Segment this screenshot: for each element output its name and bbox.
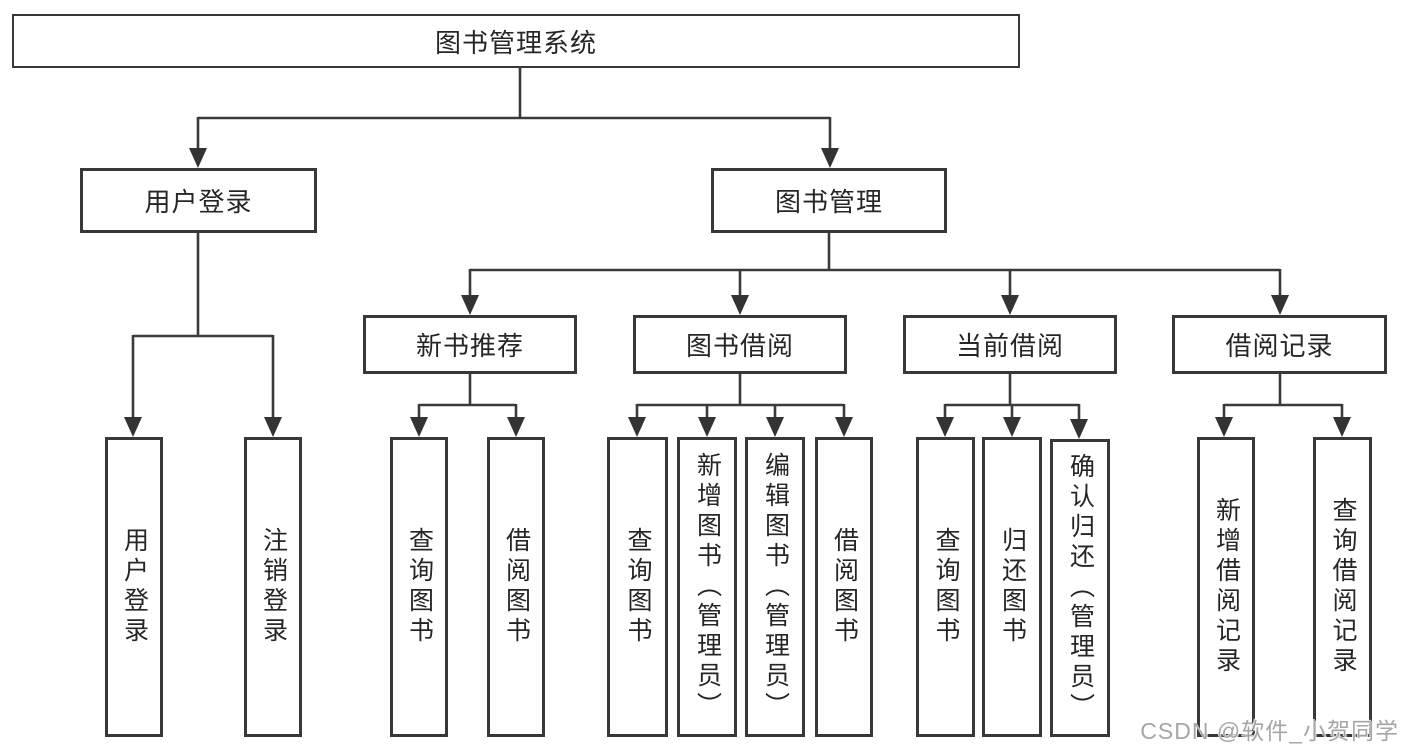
connector-line [131, 231, 275, 419]
node-leaf-borrow-books: 借阅图书 [815, 437, 873, 737]
arrowhead-icon [461, 295, 479, 315]
node-leaf-add-borrow-record: 新增借阅记录 [1197, 437, 1255, 737]
arrowhead-icon [1003, 417, 1021, 437]
node-book-management-system: 图书管理系统 [12, 14, 1020, 68]
node-book-borrow: 图书借阅 [633, 315, 847, 374]
node-label: 查询借阅记录 [1329, 497, 1357, 677]
node-label: 借阅图书 [830, 527, 859, 647]
arrowhead-icon [835, 417, 853, 437]
node-label: 图书借阅 [685, 331, 794, 361]
node-leaf-edit-books-admin: 编辑图书（管理员） [745, 437, 805, 737]
arrowhead-icon [1333, 417, 1351, 437]
arrowhead-icon [628, 417, 646, 437]
connector-line [1222, 374, 1344, 419]
node-label: 新增借阅记录 [1212, 497, 1241, 677]
node-leaf-return-books: 归还图书 [982, 437, 1042, 737]
arrowhead-icon [766, 417, 784, 437]
node-new-book-recommend: 新书推荐 [363, 315, 577, 374]
node-label: 归还图书 [998, 527, 1027, 647]
connector-new-book-group [410, 374, 525, 437]
node-leaf-query-books-borrow: 查询图书 [607, 437, 668, 737]
node-label: 确认归还（管理员） [1066, 453, 1095, 723]
node-borrow-records: 借阅记录 [1172, 315, 1387, 374]
node-leaf-query-borrow-record: 查询借阅记录 [1313, 437, 1372, 737]
connector-line [468, 231, 1282, 297]
arrowhead-icon [124, 417, 142, 437]
node-label: 查询图书 [405, 527, 434, 647]
node-leaf-user-login: 用户登录 [105, 437, 163, 737]
arrowhead-icon [1070, 419, 1088, 439]
node-label: 借阅图书 [502, 527, 531, 647]
node-label: 新增图书（管理员） [693, 452, 722, 722]
node-label: 注销登录 [259, 527, 288, 647]
node-label: 查询图书 [624, 527, 652, 647]
arrowhead-icon [1215, 417, 1233, 437]
node-label: 用户登录 [120, 527, 149, 647]
node-leaf-query-books-current: 查询图书 [916, 437, 975, 737]
arrowhead-icon [410, 417, 428, 437]
node-label: 用户登录 [144, 187, 253, 217]
arrowhead-icon [731, 295, 749, 315]
node-label: 图书管理系统 [434, 27, 597, 58]
arrowhead-icon [1001, 295, 1019, 315]
node-leaf-logout: 注销登录 [244, 437, 302, 737]
node-user-login-group: 用户登录 [80, 168, 317, 233]
connector-line [635, 374, 846, 419]
connector-current-borrow-group [936, 374, 1088, 439]
connector-line [417, 374, 518, 419]
arrowhead-icon [821, 148, 839, 168]
node-current-borrow: 当前借阅 [903, 315, 1117, 374]
node-label: 当前借阅 [955, 331, 1064, 361]
connector-book-management-branch [461, 231, 1289, 315]
node-leaf-confirm-return-admin: 确认归还（管理员） [1050, 439, 1110, 737]
connector-user-login-branch [124, 231, 282, 437]
node-label: 编辑图书（管理员） [761, 452, 790, 722]
node-book-management-group: 图书管理 [711, 168, 947, 233]
connector-root-to-level2 [189, 66, 839, 168]
arrowhead-icon [189, 148, 207, 168]
node-leaf-add-books-admin: 新增图书（管理员） [677, 437, 737, 737]
node-label: 查询图书 [932, 527, 960, 647]
node-leaf-query-books-recommend: 查询图书 [390, 437, 448, 737]
connector-book-borrow-group [628, 374, 853, 437]
node-label: 图书管理 [774, 187, 883, 217]
arrowhead-icon [264, 417, 282, 437]
csdn-watermark: CSDN @软件_小贺同学 [1140, 718, 1399, 744]
node-leaf-borrow-books-recommend: 借阅图书 [487, 437, 545, 737]
arrowhead-icon [1271, 295, 1289, 315]
node-label: 新书推荐 [415, 331, 524, 361]
connector-borrow-records-group [1215, 374, 1351, 437]
arrowhead-icon [507, 417, 525, 437]
node-label: 借阅记录 [1225, 331, 1334, 361]
arrowhead-icon [698, 417, 716, 437]
arrowhead-icon [936, 417, 954, 437]
connector-line [196, 66, 832, 150]
connector-line [943, 374, 1081, 421]
